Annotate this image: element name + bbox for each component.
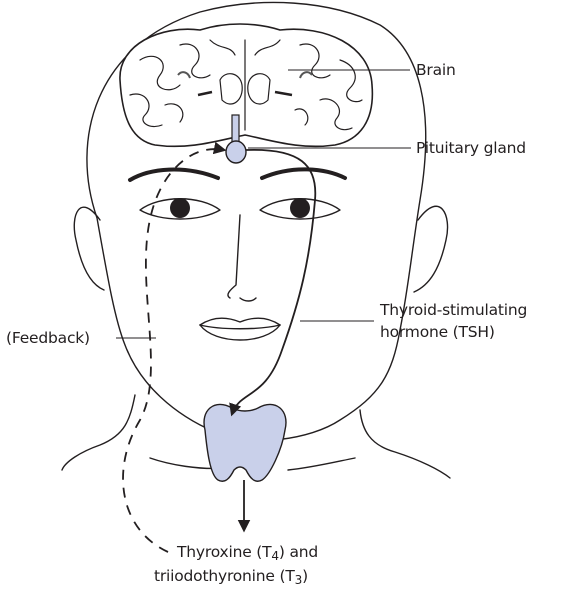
collarbone-right xyxy=(288,458,355,470)
left-pupil xyxy=(170,198,190,218)
triiodothyronine-label: triiodothyronine (T3) xyxy=(154,566,308,586)
nose xyxy=(228,215,256,301)
brain-label: Brain xyxy=(416,60,456,80)
tsh-arrow xyxy=(232,150,315,414)
t4-subscript: 4 xyxy=(271,549,279,563)
feedback-label: (Feedback) xyxy=(6,328,90,348)
left-ear xyxy=(74,207,104,290)
mouth-upper-lip xyxy=(200,318,280,325)
right-eyebrow xyxy=(262,169,345,178)
pituitary-gland-label: Pituitary gland xyxy=(416,138,526,158)
t3-subscript: 3 xyxy=(295,573,303,587)
mouth-line xyxy=(200,325,280,329)
tsh-label-line2: hormone (TSH) xyxy=(380,322,495,342)
thyroid-gland xyxy=(204,404,286,481)
pituitary-gland xyxy=(226,141,246,163)
thyroxine-label: Thyroxine (T4) and xyxy=(177,542,318,562)
neck-right xyxy=(360,410,450,478)
right-ear xyxy=(414,206,448,292)
brain-section xyxy=(120,24,372,146)
tsh-label-line1: Thyroid-stimulating xyxy=(380,300,527,320)
left-eyebrow xyxy=(130,170,218,180)
right-pupil xyxy=(290,198,310,218)
